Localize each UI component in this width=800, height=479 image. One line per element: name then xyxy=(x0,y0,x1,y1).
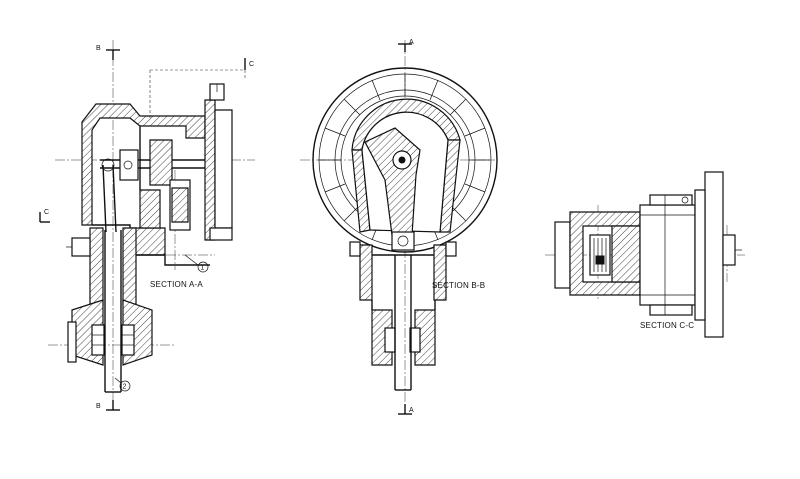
section-b-b-view xyxy=(300,40,498,412)
section-c-c-title: SECTION C-C xyxy=(640,321,694,330)
cut-line-a-bottom: A xyxy=(398,404,414,415)
cut-line-c-top: C xyxy=(244,58,254,70)
cut-mark-b-bottom: B xyxy=(96,403,101,410)
cut-mark-c-mid: C xyxy=(44,209,49,216)
cut-line-a-top: A xyxy=(398,39,414,52)
section-a-a-title: SECTION A-A xyxy=(150,280,203,289)
cut-mark-c-top: C xyxy=(249,61,254,68)
section-a-a-view xyxy=(48,40,255,405)
cut-line-b-top: B xyxy=(96,45,120,60)
cut-line-c-mid: C xyxy=(39,209,50,223)
cut-mark-b-top: B xyxy=(96,45,101,52)
section-c-c-view xyxy=(545,171,745,338)
cut-mark-a-top: A xyxy=(409,39,414,46)
balloon-2: 2 xyxy=(114,377,131,392)
balloon-1-label: 1 xyxy=(201,265,205,272)
section-b-b-title: SECTION B-B xyxy=(432,281,485,290)
balloon-2-label: 2 xyxy=(123,384,127,391)
cut-mark-a-bottom: A xyxy=(409,407,414,414)
balloon-1: 1 xyxy=(184,254,209,273)
cut-line-b-bottom: B xyxy=(96,400,120,411)
